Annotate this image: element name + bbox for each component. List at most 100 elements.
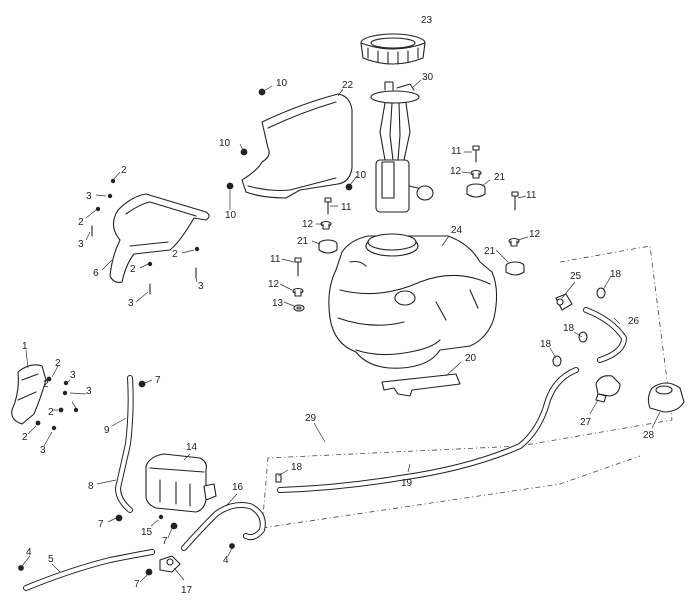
bolt-10-c[interactable] — [226, 182, 234, 190]
callout-28: 28 — [643, 430, 655, 441]
callout-2: 2 — [43, 379, 49, 390]
fuel-pump-module-30[interactable] — [370, 81, 434, 213]
callout-7: 7 — [155, 375, 161, 386]
hose-26[interactable] — [583, 307, 627, 363]
callout-2: 2 — [22, 432, 28, 443]
fuel-tank-24[interactable] — [328, 233, 498, 369]
fuel-cap-28[interactable] — [647, 382, 685, 413]
callout-12: 12 — [450, 166, 462, 177]
valve-27[interactable] — [595, 375, 621, 403]
callout-12: 12 — [529, 229, 541, 240]
callout-10: 10 — [355, 170, 367, 181]
callout-3: 3 — [86, 191, 92, 202]
carbon-canister-14[interactable] — [145, 453, 217, 513]
callout-18: 18 — [540, 339, 552, 350]
callout-labels: 23 10 22 30 10 10 10 11 12 21 11 11 12 2… — [22, 15, 655, 596]
callout-6: 6 — [93, 268, 99, 279]
callout-7: 7 — [162, 536, 168, 547]
leader-lines — [21, 79, 661, 583]
callout-1: 1 — [22, 341, 28, 352]
hose-5[interactable] — [23, 549, 155, 591]
callout-10: 10 — [225, 210, 237, 221]
callout-26: 26 — [628, 316, 640, 327]
callout-13: 13 — [272, 298, 284, 309]
hose-16[interactable] — [181, 502, 266, 551]
callout-2: 2 — [55, 358, 61, 369]
callout-8: 8 — [88, 481, 94, 492]
callout-17: 17 — [181, 585, 193, 596]
callout-21: 21 — [494, 172, 506, 183]
callout-2: 2 — [48, 407, 54, 418]
clamp-18-c[interactable] — [552, 355, 562, 367]
callout-25: 25 — [570, 271, 582, 282]
callout-5: 5 — [48, 554, 54, 565]
assembly-outline-29 — [261, 245, 673, 529]
callout-2: 2 — [121, 165, 127, 176]
callout-10: 10 — [219, 138, 231, 149]
fitting-25[interactable] — [555, 293, 573, 311]
callout-10: 10 — [276, 78, 288, 89]
clamp-18-b[interactable] — [578, 331, 588, 343]
callout-12: 12 — [302, 219, 314, 230]
callout-30: 30 — [422, 72, 434, 83]
callout-16: 16 — [232, 482, 244, 493]
fuel-lock-ring-23[interactable] — [360, 33, 426, 65]
callout-21: 21 — [484, 246, 496, 257]
callout-9: 9 — [104, 425, 110, 436]
bolt-11-a[interactable] — [472, 145, 480, 163]
bracket-6[interactable] — [109, 193, 210, 283]
fasteners-small — [18, 178, 235, 576]
callout-11: 11 — [341, 202, 352, 213]
callout-11: 11 — [526, 190, 537, 201]
grommet-21-b[interactable] — [318, 239, 338, 254]
callout-2: 2 — [172, 249, 178, 260]
callout-22: 22 — [342, 80, 354, 91]
washer-13[interactable] — [293, 304, 305, 312]
callout-3: 3 — [78, 239, 84, 250]
callout-12: 12 — [268, 279, 280, 290]
bushing-12-a[interactable] — [470, 169, 482, 179]
callout-3: 3 — [40, 445, 46, 456]
bolt-11-d[interactable] — [294, 257, 302, 277]
vent-pipe-9[interactable] — [115, 375, 134, 513]
callout-23: 23 — [421, 15, 433, 26]
clamp-18-a[interactable] — [596, 287, 606, 299]
callout-7: 7 — [98, 519, 104, 530]
callout-15: 15 — [141, 527, 153, 538]
callout-21: 21 — [297, 236, 309, 247]
callout-3: 3 — [70, 370, 76, 381]
bracket-1[interactable] — [11, 364, 47, 425]
callout-3: 3 — [86, 386, 92, 397]
tank-strap-20[interactable] — [381, 373, 461, 397]
bolt-10-d[interactable] — [345, 183, 353, 191]
callout-4: 4 — [223, 555, 229, 566]
grommet-21-c[interactable] — [505, 261, 525, 276]
bushing-12-c[interactable] — [508, 237, 520, 247]
valve-17[interactable] — [159, 555, 181, 573]
callout-2: 2 — [78, 217, 84, 228]
bolt-11-b[interactable] — [324, 197, 332, 215]
callout-18: 18 — [291, 462, 303, 473]
clamp-18-d[interactable] — [275, 473, 282, 483]
bushing-12-b[interactable] — [320, 220, 332, 230]
filler-hose-19[interactable] — [277, 367, 579, 493]
callout-19: 19 — [401, 478, 413, 489]
callout-18: 18 — [610, 269, 622, 280]
callout-14: 14 — [186, 442, 198, 453]
bolt-11-c[interactable] — [511, 191, 519, 211]
callout-3: 3 — [128, 298, 134, 309]
callout-27: 27 — [580, 417, 592, 428]
callout-11: 11 — [451, 146, 462, 157]
bushing-12-d[interactable] — [292, 287, 304, 297]
callout-3: 3 — [198, 281, 204, 292]
callout-20: 20 — [465, 353, 477, 364]
callout-18: 18 — [563, 323, 575, 334]
callout-7: 7 — [134, 579, 140, 590]
callout-29: 29 — [305, 413, 317, 424]
heat-shield-22[interactable] — [241, 93, 353, 199]
callout-11: 11 — [270, 254, 281, 265]
callout-4: 4 — [26, 547, 32, 558]
grommet-21-a[interactable] — [466, 183, 486, 198]
callout-24: 24 — [451, 225, 463, 236]
